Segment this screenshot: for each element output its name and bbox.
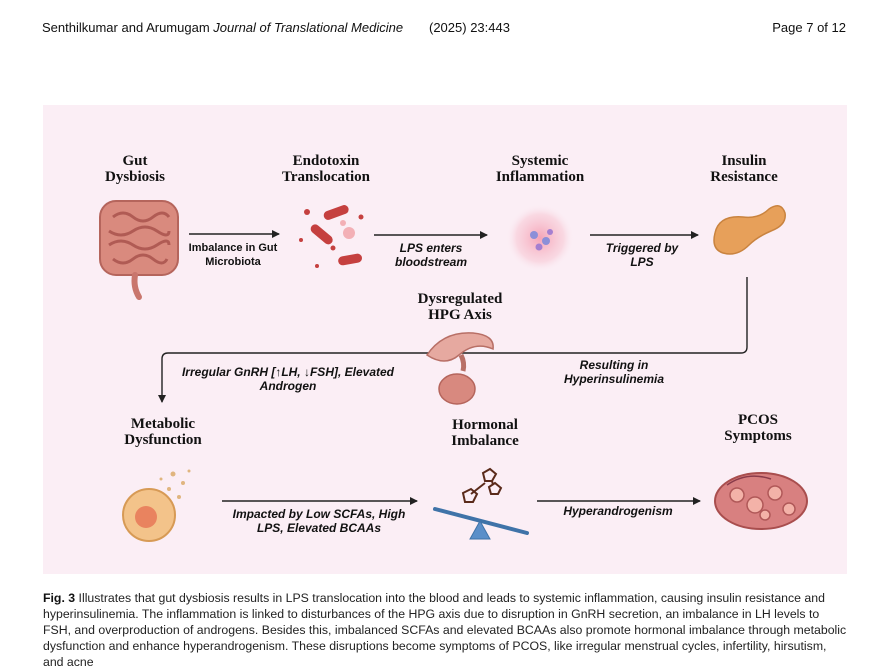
label-hyperandrogenism: Hyperandrogenism xyxy=(563,504,673,518)
page-header: Senthilkumar and Arumugam Journal of Tra… xyxy=(42,20,846,38)
figure-diagram xyxy=(99,200,808,542)
node-pcos-symptoms: PCOS Symptoms xyxy=(724,412,792,444)
journal-name: Journal of Translational Medicine xyxy=(213,20,404,35)
label-resulting-in-hyperinsulinemia: Resulting in Hyperinsulinemia xyxy=(563,358,665,386)
label-triggered-by-lps: Triggered by LPS xyxy=(605,241,679,269)
cell-icon xyxy=(122,469,191,542)
node-systemic-inflammation: Systemic Inflammation xyxy=(495,153,585,185)
node-dysregulated-hpg-axis: Dysregulated HPG Axis xyxy=(417,291,503,323)
citation: (2025) 23:443 xyxy=(429,20,510,35)
inflammation-glow-icon xyxy=(506,204,574,272)
node-endotoxin-translocation: Endotoxin Translocation xyxy=(281,153,371,185)
intestine-icon xyxy=(99,200,179,300)
running-head: Senthilkumar and Arumugam Journal of Tra… xyxy=(42,20,403,35)
node-metabolic-dysfunction: Metabolic Dysfunction xyxy=(124,416,202,448)
node-insulin-resistance: Insulin Resistance xyxy=(710,153,778,185)
figure-3: Gut Dysbiosis Endotoxin Translocation Sy… xyxy=(43,105,847,574)
label-irregular-gnrh: Irregular GnRH [↑LH, ↓FSH], Elevated And… xyxy=(181,365,395,393)
label-impacted-by: Impacted by Low SCFAs, High LPS, Elevate… xyxy=(232,507,406,535)
caption-label: Fig. 3 xyxy=(43,591,76,605)
bacteria-icon xyxy=(299,205,364,268)
pituitary-icon xyxy=(425,332,494,405)
figure-caption: Fig. 3 Illustrates that gut dysbiosis re… xyxy=(43,590,849,670)
label-lps-enters-bloodstream: LPS enters bloodstream xyxy=(394,241,467,269)
page-number: Page 7 of 12 xyxy=(772,20,846,35)
node-gut-dysbiosis: Gut Dysbiosis xyxy=(104,153,166,185)
ovary-icon xyxy=(714,472,808,530)
node-hormonal-imbalance: Hormonal Imbalance xyxy=(451,417,519,449)
seesaw-icon xyxy=(433,467,529,540)
caption-text: Illustrates that gut dysbiosis results i… xyxy=(43,591,847,669)
pancreas-icon xyxy=(713,205,786,255)
label-imbalance-gut-microbiota: Imbalance in Gut Microbiota xyxy=(188,242,278,268)
authors: Senthilkumar and Arumugam xyxy=(42,20,210,35)
